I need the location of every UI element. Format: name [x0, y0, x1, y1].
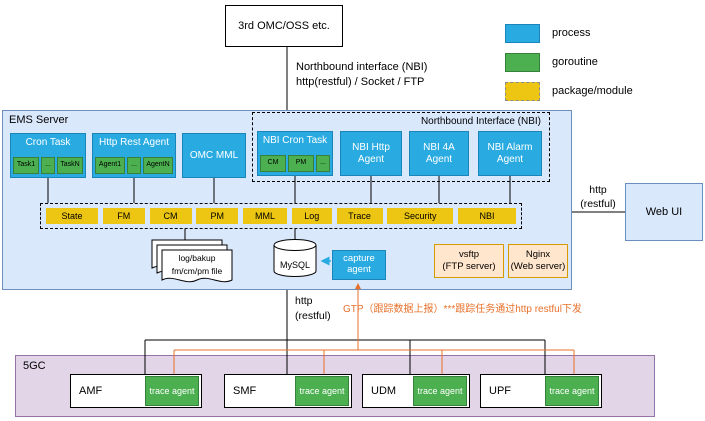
module-trace: Trace	[336, 208, 383, 224]
cron-task-label: Cron Task	[25, 137, 71, 148]
agent1-goroutine: Agent1	[95, 157, 125, 174]
mid-http-line2: (restful)	[295, 310, 331, 323]
file-store-line1: log/bakup	[178, 253, 216, 263]
nbi-http-agent-label: NBI Http Agent	[352, 142, 390, 165]
nginx-line2: (Web server)	[510, 261, 566, 272]
vsftp-line1: vsftp	[458, 249, 480, 261]
omc-oss-box: 3rd OMC/OSS etc.	[225, 5, 343, 47]
http-rest-agent-box: Http Rest Agent Agent1 ... AgentN	[92, 133, 176, 178]
upf-trace-agent: trace agent	[545, 376, 599, 406]
legend-goroutine-swatch	[505, 53, 540, 72]
legend-package-label: package/module	[552, 85, 633, 98]
vsftp-line2: (FTP server)	[442, 261, 496, 272]
nbi-alarm-agent-label: NBI Alarm Agent	[487, 142, 533, 165]
task1-goroutine: Task1	[13, 157, 39, 174]
amf-box: AMF trace agent	[70, 374, 202, 408]
module-fm: FM	[102, 208, 145, 224]
vsftp-box: vsftp (FTP server)	[434, 244, 504, 278]
amf-label: AMF	[79, 385, 103, 397]
upf-label: UPF	[489, 385, 511, 397]
module-pm: PM	[196, 208, 239, 224]
module-state: State	[46, 208, 98, 224]
legend-goroutine-label: goroutine	[552, 56, 598, 69]
webui-http-line2: (restful)	[580, 198, 616, 211]
nbi-cron-task-box: NBI Cron Task CM PM ...	[257, 131, 333, 176]
nbi-cron-task-label: NBI Cron Task	[262, 135, 328, 146]
upf-box: UPF trace agent	[480, 374, 602, 408]
omc-mml-box: OMC MML	[182, 133, 246, 178]
module-nbi: NBI	[458, 208, 516, 224]
nginx-line1: Nginx	[525, 249, 551, 261]
udm-box: UDM trace agent	[362, 374, 470, 408]
gtp-note: GTP（跟踪数据上报）***跟踪任务通过http restful下发	[343, 304, 582, 315]
smf-box: SMF trace agent	[224, 374, 352, 408]
smf-label: SMF	[233, 385, 257, 397]
legend-process-swatch	[505, 24, 540, 43]
omc-mml-label: OMC MML	[189, 149, 239, 161]
file-store-line2: fm/cm/pm file	[171, 265, 223, 276]
legend: process goroutine package/module	[505, 24, 633, 101]
mid-http-line1: http	[295, 295, 313, 307]
agentn-goroutine: AgentN	[143, 157, 173, 174]
web-ui-label: Web UI	[645, 205, 683, 218]
nbi-4a-agent-label: NBI 4A Agent	[423, 142, 455, 165]
nbi-group: Northbound Interface (NBI)	[252, 112, 550, 182]
nbi-http-agent-box: NBI Http Agent	[340, 131, 402, 176]
module-bar: State FM CM PM MML Log Trace Security NB…	[40, 203, 522, 229]
fivegc-title: 5GC	[23, 360, 46, 372]
nbi-pm-goroutine: PM	[288, 155, 314, 172]
module-security: Security	[387, 208, 454, 224]
agent-ellipsis: ...	[127, 157, 141, 174]
webui-http-line1: http	[589, 184, 607, 196]
nbi-4a-agent-box: NBI 4A Agent	[409, 131, 469, 176]
file-store-label: log/bakup fm/cm/pm file	[162, 252, 232, 278]
nbi-group-title: Northbound Interface (NBI)	[420, 116, 541, 127]
udm-label: UDM	[371, 385, 397, 397]
amf-trace-agent: trace agent	[145, 376, 199, 406]
taskn-goroutine: TaskN	[57, 157, 83, 174]
module-cm: CM	[149, 208, 192, 224]
mid-http-label: http (restful)	[295, 294, 331, 324]
module-mml: MML	[243, 208, 287, 224]
nbi-interface-note: Northbound interface (NBI) http(restful)…	[296, 60, 427, 90]
capture-agent-box: capture agent	[332, 250, 386, 280]
capture-agent-label: capture agent	[343, 253, 375, 275]
nbi-ellipsis: ...	[316, 155, 330, 172]
mysql-label: MySQL	[273, 260, 317, 270]
legend-package-swatch	[505, 82, 540, 101]
udm-trace-agent: trace agent	[413, 376, 467, 406]
module-log: Log	[291, 208, 332, 224]
ems-server-title: EMS Server	[9, 114, 69, 126]
task-ellipsis: ...	[41, 157, 55, 174]
smf-trace-agent: trace agent	[295, 376, 349, 406]
cron-task-box: Cron Task Task1 ... TaskN	[10, 133, 86, 178]
http-rest-agent-label: Http Rest Agent	[98, 137, 170, 148]
mysql-text: MySQL	[279, 260, 310, 270]
webui-http-label: http (restful)	[574, 183, 622, 211]
nginx-box: Nginx (Web server)	[508, 244, 568, 278]
web-ui-box: Web UI	[625, 183, 703, 241]
nbi-note-line1: Northbound interface (NBI)	[296, 61, 428, 73]
nbi-note-line2: http(restful) / Socket / FTP	[296, 75, 425, 88]
legend-process-label: process	[552, 27, 591, 40]
nbi-alarm-agent-box: NBI Alarm Agent	[478, 131, 542, 176]
nbi-cm-goroutine: CM	[260, 155, 286, 172]
omc-oss-label: 3rd OMC/OSS etc.	[238, 19, 330, 32]
